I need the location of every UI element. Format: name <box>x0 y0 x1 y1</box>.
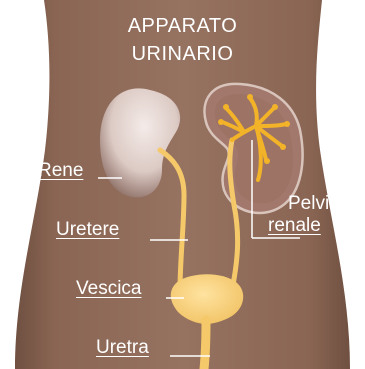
label-rene: Rene <box>38 161 83 180</box>
urethra <box>204 320 206 369</box>
label-uretere: Uretere <box>56 220 119 239</box>
diagram-title-line2: URINARIO <box>0 44 365 64</box>
diagram-title-line1: APPARATO <box>0 16 365 36</box>
label-uretra: Uretra <box>96 338 149 357</box>
label-pelvi-line1: Pelvi <box>288 194 329 213</box>
label-pelvi-line2: renale <box>268 216 321 235</box>
label-vescica: Vescica <box>76 279 141 298</box>
